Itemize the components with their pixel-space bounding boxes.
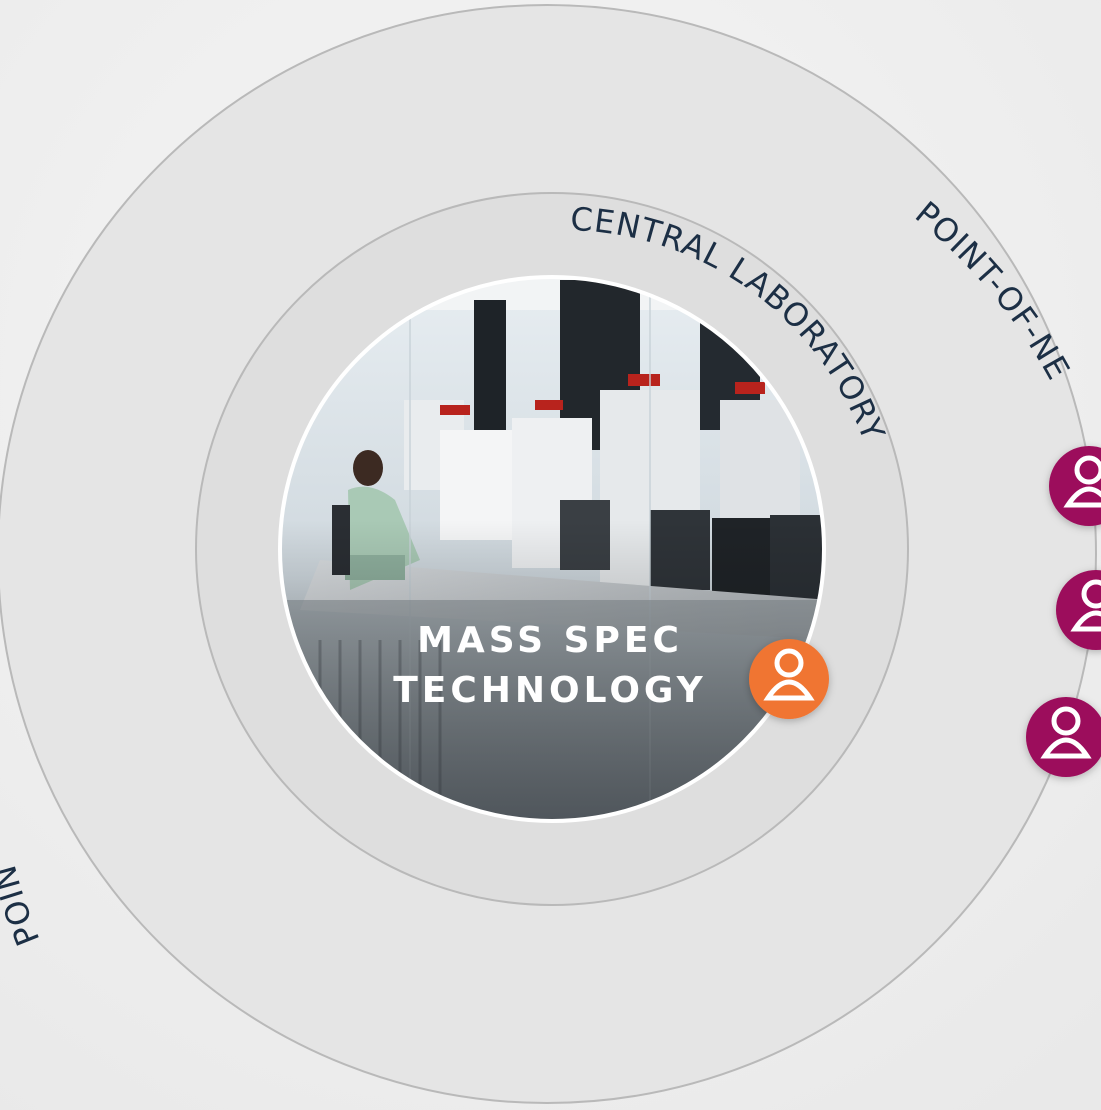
person-icon bbox=[1040, 706, 1092, 759]
outer-person-badge-2[interactable] bbox=[1056, 570, 1101, 650]
outer-person-badge-3[interactable] bbox=[1026, 697, 1101, 777]
center-title-line2: TECHNOLOGY bbox=[393, 670, 707, 711]
person-icon bbox=[1063, 455, 1101, 508]
person-icon bbox=[763, 648, 815, 701]
center-title-line1: MASS SPEC bbox=[417, 620, 683, 661]
person-icon bbox=[1070, 579, 1101, 632]
outer-person-badge-1[interactable] bbox=[1049, 446, 1101, 526]
central-person-badge[interactable] bbox=[749, 639, 829, 719]
inner-circle-border bbox=[278, 275, 826, 823]
